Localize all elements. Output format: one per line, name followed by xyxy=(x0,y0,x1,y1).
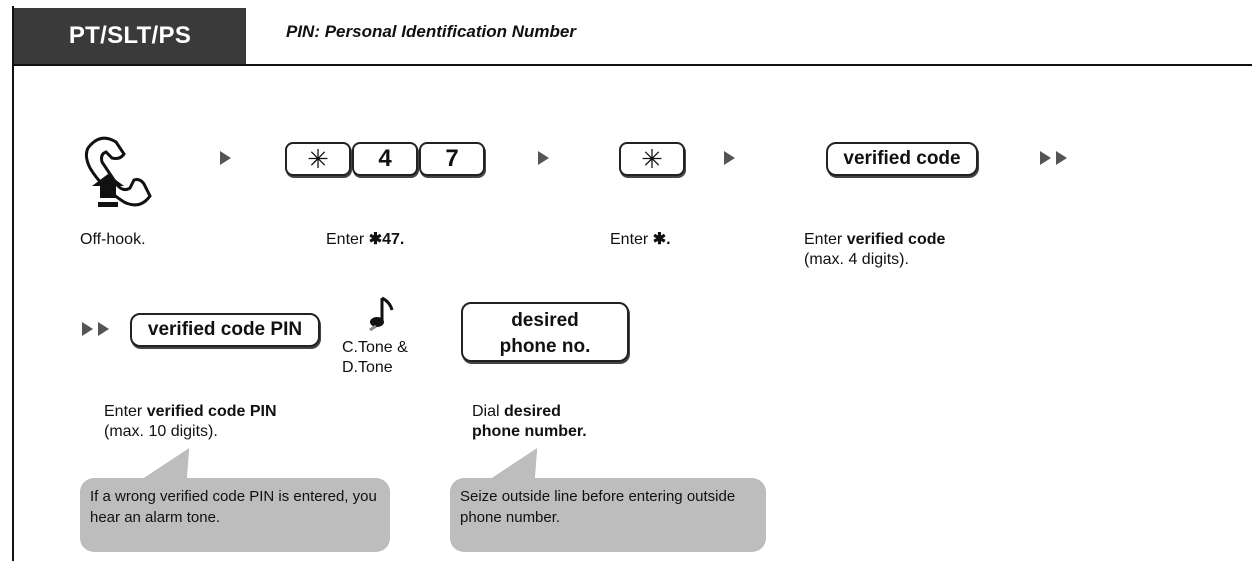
step-arrow xyxy=(220,151,231,165)
verified-code-pin-box: verified code PIN xyxy=(130,313,320,347)
step-arrow xyxy=(724,151,735,165)
step-arrow xyxy=(538,151,549,165)
tone-label-1: C.Tone & xyxy=(342,339,408,356)
callout-seize-line: Seize outside line before entering outsi… xyxy=(450,478,766,552)
verified-code-box: verified code xyxy=(826,142,978,176)
enter-verified-code-label: Enter verified code (max. 4 digits). xyxy=(804,231,946,268)
enter-star47-label: Enter ✱47. xyxy=(326,231,405,248)
continue-arrow xyxy=(1040,151,1051,165)
star-key-2: ✳ xyxy=(619,142,685,176)
device-tab: PT/SLT/PS xyxy=(14,8,246,64)
dial-desired-label: Dial desired phone number. xyxy=(472,403,587,440)
continue-arrow xyxy=(98,322,109,336)
desired-phone-box: desired phone no. xyxy=(461,302,629,362)
offhook-label: Off-hook. xyxy=(80,231,146,248)
callout-tail xyxy=(140,448,206,480)
offhook-handset-icon xyxy=(84,136,152,207)
tone-label-2: D.Tone xyxy=(342,359,393,376)
digit-4-key: 4 xyxy=(352,142,418,176)
callout-tail xyxy=(488,448,554,480)
enter-pin-label: Enter verified code PIN (max. 10 digits)… xyxy=(104,403,277,440)
star-key: ✳ xyxy=(285,142,351,176)
continue-arrow xyxy=(82,322,93,336)
continue-arrow xyxy=(1056,151,1067,165)
enter-star-label: Enter ✱. xyxy=(610,231,671,248)
digit-7-key: 7 xyxy=(419,142,485,176)
frame-left-border xyxy=(12,6,14,561)
header-underline xyxy=(12,64,1252,66)
music-note-icon xyxy=(369,296,394,332)
callout-wrong-pin: If a wrong verified code PIN is entered,… xyxy=(80,478,390,552)
pin-subtitle: PIN: Personal Identification Number xyxy=(286,22,576,41)
